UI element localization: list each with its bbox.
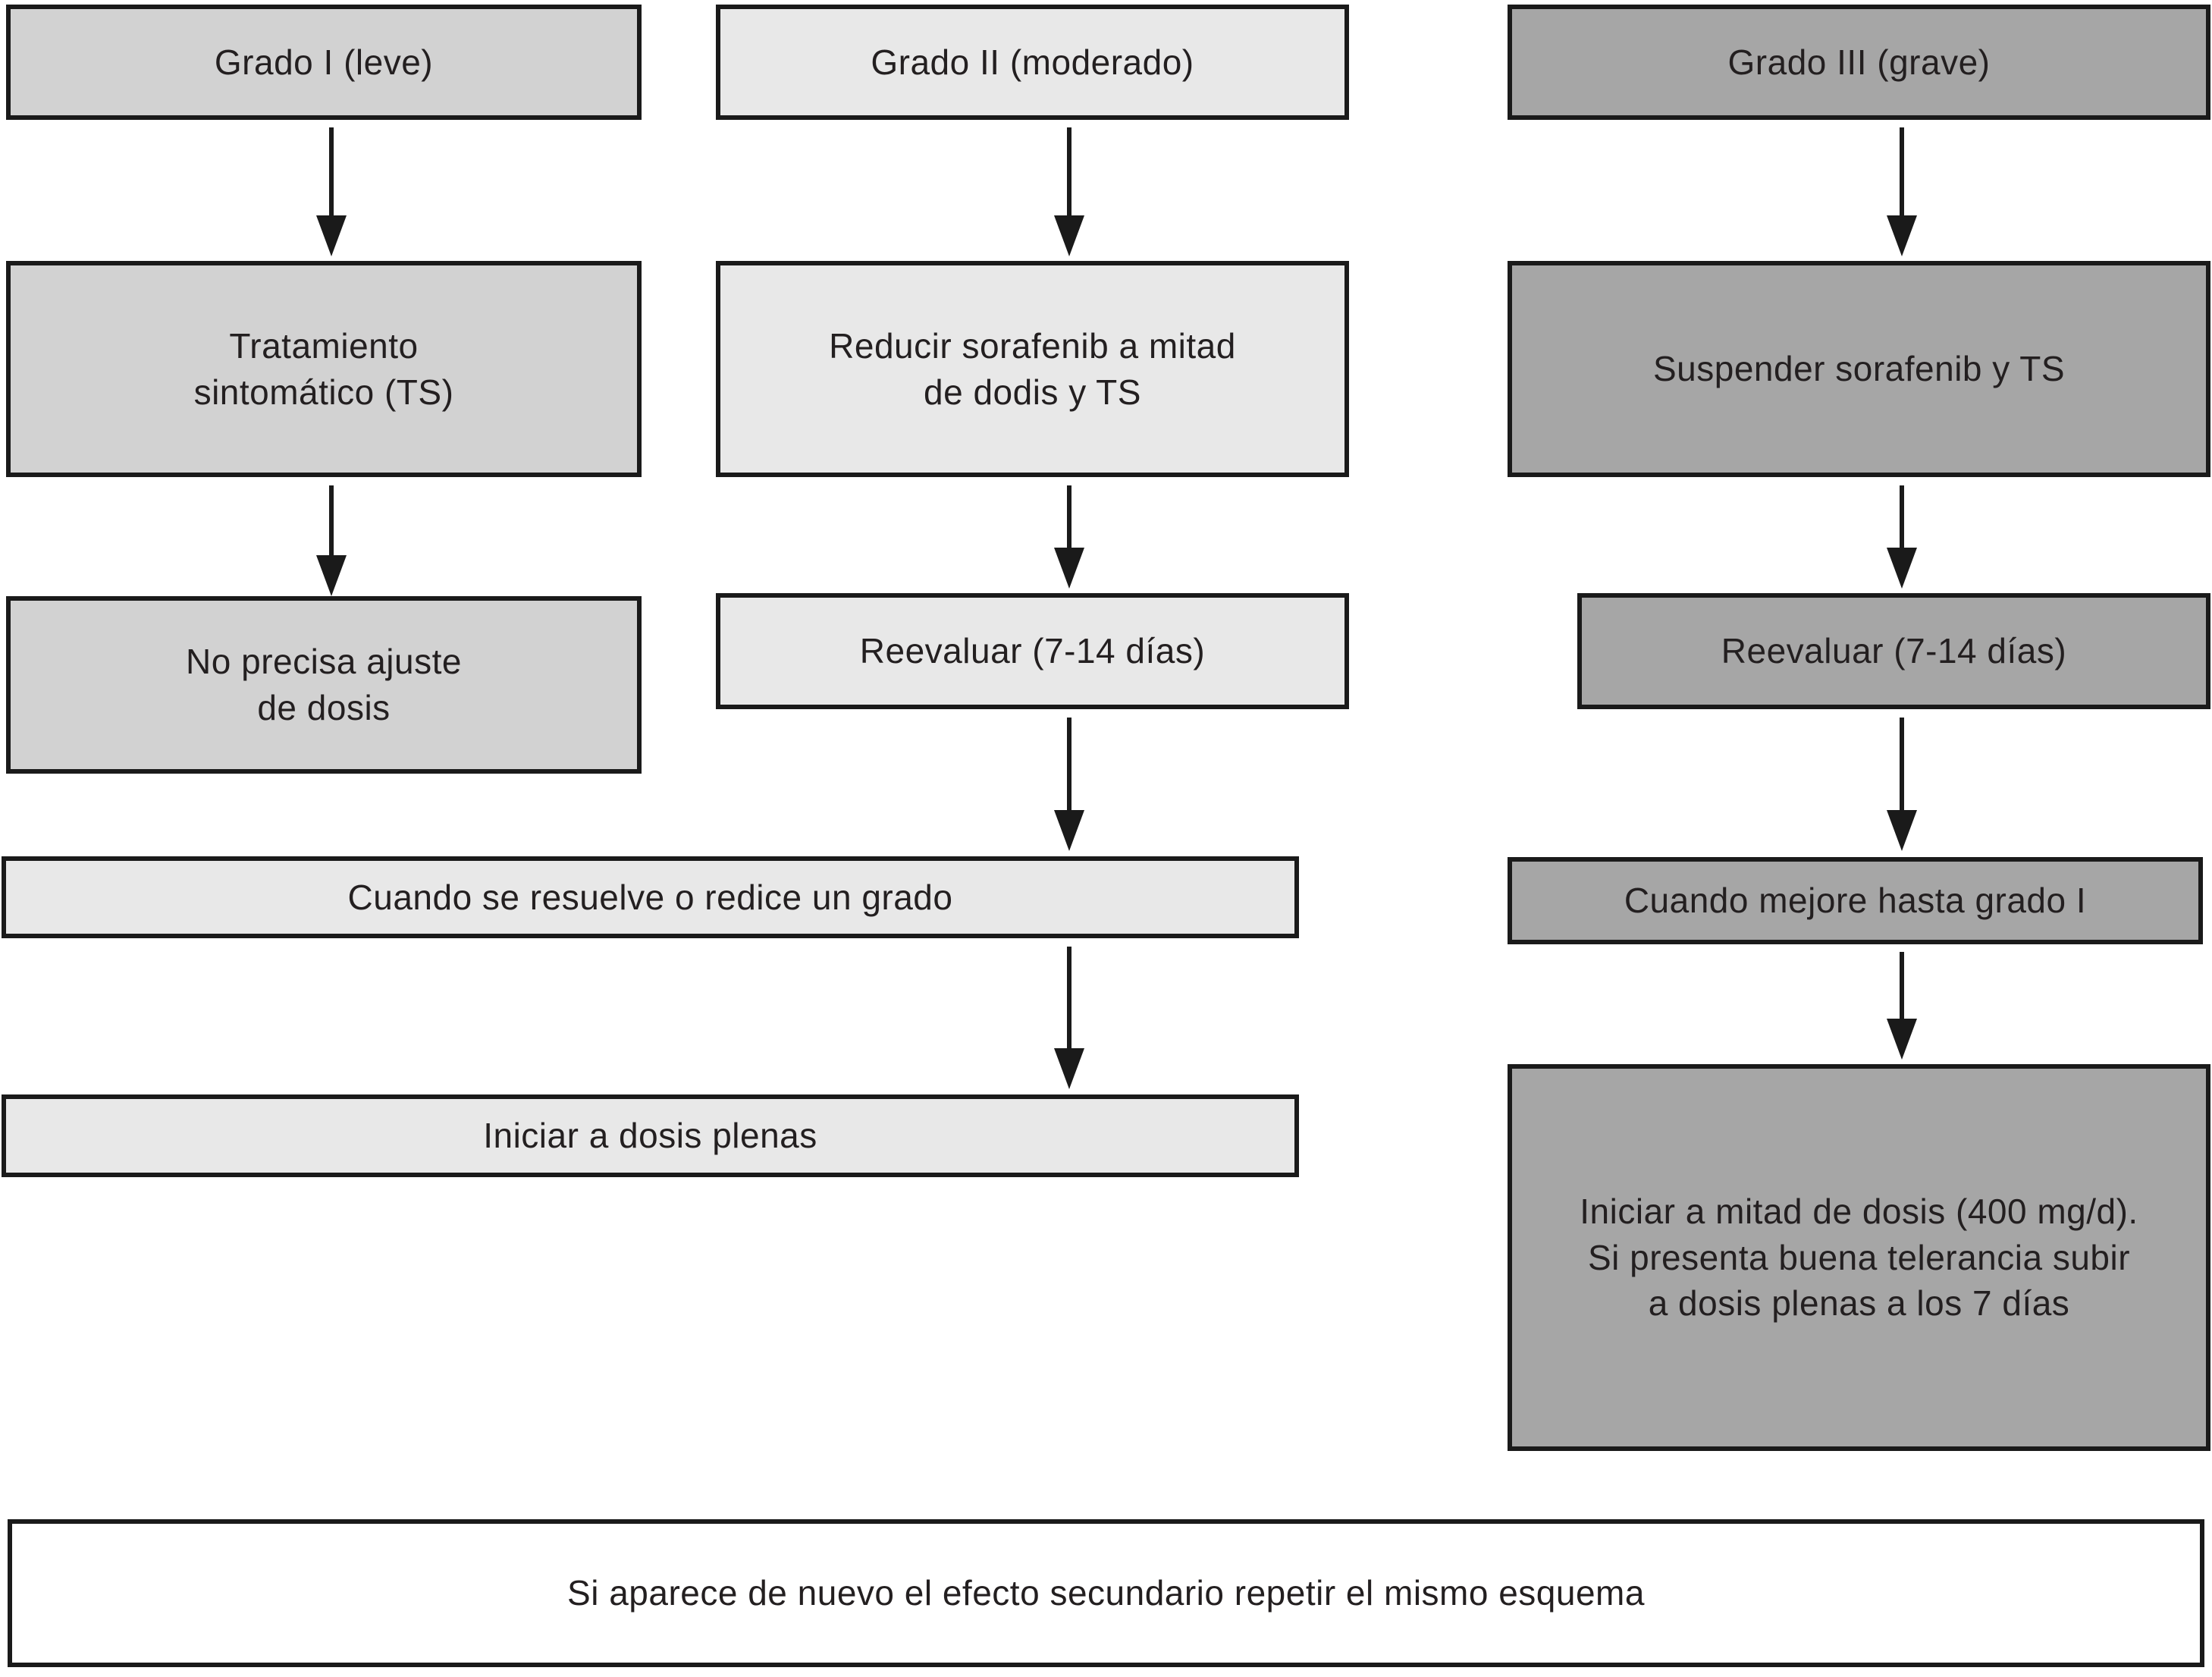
node-cuando-mejore: Cuando mejore hasta grado I bbox=[1508, 857, 2203, 944]
down-arrow bbox=[1054, 485, 1084, 589]
node-label: Suspender sorafenib y TS bbox=[1652, 349, 2066, 389]
down-arrow bbox=[1887, 485, 1917, 589]
down-arrow bbox=[1887, 718, 1917, 851]
arrowhead-icon bbox=[316, 555, 347, 596]
node-label: Tratamiento sintomático (TS) bbox=[193, 325, 454, 412]
node-iniciar-dosis-plenas: Iniciar a dosis plenas bbox=[2, 1094, 1299, 1177]
node-reducir-sorafenib: Reducir sorafenib a mitad de dodis y TS bbox=[716, 261, 1349, 477]
down-arrow bbox=[1887, 952, 1917, 1060]
arrowhead-icon bbox=[1054, 548, 1084, 589]
down-arrow bbox=[1054, 947, 1084, 1089]
down-arrow bbox=[1054, 127, 1084, 256]
node-label: Si aparece de nuevo el efecto secundario… bbox=[567, 1573, 1645, 1613]
arrowhead-icon bbox=[316, 215, 347, 256]
down-arrow bbox=[316, 127, 347, 256]
node-label: Grado I (leve) bbox=[214, 42, 434, 82]
node-label: Reevaluar (7-14 días) bbox=[859, 631, 1206, 671]
arrowhead-icon bbox=[1054, 215, 1084, 256]
arrowhead-icon bbox=[1887, 215, 1917, 256]
node-label: Reevaluar (7-14 días) bbox=[1721, 631, 2067, 671]
arrowhead-icon bbox=[1887, 810, 1917, 851]
arrowhead-icon bbox=[1054, 810, 1084, 851]
node-label: Cuando se resuelve o redice un grado bbox=[347, 877, 953, 917]
arrowhead-icon bbox=[1054, 1048, 1084, 1089]
arrowhead-icon bbox=[1887, 548, 1917, 589]
node-label: Cuando mejore hasta grado I bbox=[1624, 881, 2087, 921]
arrowhead-icon bbox=[1887, 1019, 1917, 1060]
node-grado-i-header: Grado I (leve) bbox=[6, 5, 642, 120]
down-arrow bbox=[316, 485, 347, 596]
node-grado-ii-header: Grado II (moderado) bbox=[716, 5, 1349, 120]
node-grado-iii-header: Grado III (grave) bbox=[1508, 5, 2210, 120]
node-label: Grado II (moderado) bbox=[871, 42, 1194, 82]
node-reevaluar-grado-ii: Reevaluar (7-14 días) bbox=[716, 593, 1349, 709]
down-arrow bbox=[1887, 127, 1917, 256]
node-label: No precisa ajuste de dosis bbox=[186, 642, 462, 727]
node-no-precisa-ajuste: No precisa ajuste de dosis bbox=[6, 596, 642, 774]
node-suspender-sorafenib: Suspender sorafenib y TS bbox=[1508, 261, 2210, 477]
node-note-repetir-esquema: Si aparece de nuevo el efecto secundario… bbox=[8, 1519, 2204, 1667]
node-tratamiento-sintomatico: Tratamiento sintomático (TS) bbox=[6, 261, 642, 477]
node-label: Grado III (grave) bbox=[1727, 42, 1991, 82]
node-label: Iniciar a dosis plenas bbox=[483, 1116, 817, 1156]
node-reevaluar-grado-iii: Reevaluar (7-14 días) bbox=[1577, 593, 2210, 709]
down-arrow bbox=[1054, 718, 1084, 851]
node-iniciar-mitad-dosis: Iniciar a mitad de dosis (400 mg/d). Si … bbox=[1508, 1064, 2210, 1451]
node-cuando-se-resuelve: Cuando se resuelve o redice un grado bbox=[2, 856, 1299, 938]
node-label: Iniciar a mitad de dosis (400 mg/d). Si … bbox=[1580, 1191, 2138, 1324]
node-label: Reducir sorafenib a mitad de dodis y TS bbox=[829, 325, 1236, 412]
